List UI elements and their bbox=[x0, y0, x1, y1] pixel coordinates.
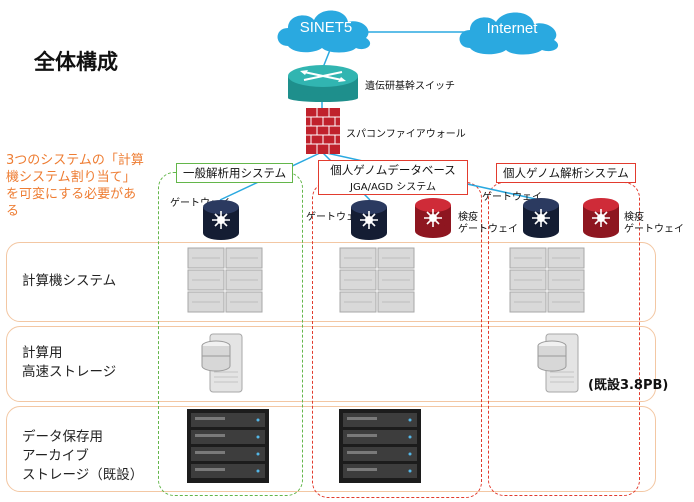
cloud-icon bbox=[277, 10, 371, 53]
secure-gateway-router-icon bbox=[583, 198, 619, 238]
archive-storage-icon bbox=[339, 409, 421, 483]
system-title-jga-agd-sub: JGA/AGD システム bbox=[350, 182, 436, 193]
system-title-jga-agd: 個人ゲノムデータベース JGA/AGD システム bbox=[318, 160, 468, 195]
switch-icon bbox=[288, 65, 358, 102]
firewall-label: スパコンファイアウォール bbox=[346, 129, 466, 140]
gateway-label-jga: ゲートウェイ bbox=[306, 212, 366, 223]
page-title: 全体構成 bbox=[34, 50, 118, 74]
cloud-sinet-label: SINET5 bbox=[299, 19, 353, 36]
gateway-router-icon bbox=[523, 198, 559, 238]
row-label-archive: データ保存用 アーカイブ ストレージ（既設） bbox=[22, 429, 144, 483]
storage-server-icon bbox=[537, 333, 579, 393]
row-label-hpc-storage: 計算用 高速ストレージ bbox=[22, 345, 117, 380]
system-title-jga-agd-main: 個人ゲノムデータベース bbox=[330, 163, 456, 177]
compute-server-icon bbox=[339, 247, 415, 313]
storage-server-icon bbox=[201, 333, 243, 393]
core-switch-label: 遺伝研基幹スイッチ bbox=[365, 81, 455, 92]
gateway-router-icon bbox=[203, 200, 239, 240]
secure-gateway-label-jga: 検疫 ゲートウェイ bbox=[458, 212, 518, 235]
row-band-archive bbox=[6, 406, 656, 492]
compute-server-icon bbox=[187, 247, 263, 313]
existing-storage-label: (既設3.8PB) bbox=[588, 378, 669, 393]
cloud-icon bbox=[459, 12, 559, 55]
gateway-router-icon bbox=[351, 200, 387, 240]
firewall-icon bbox=[306, 108, 340, 154]
cloud-internet-label: Internet bbox=[486, 20, 538, 37]
system-title-general: 一般解析用システム bbox=[176, 163, 294, 183]
gateway-label-general: ゲートウェイ bbox=[170, 198, 230, 209]
gateway-label-personal: ゲートウェイ bbox=[482, 192, 542, 203]
secure-gateway-label-personal: 検疫 ゲートウェイ bbox=[624, 212, 684, 235]
row-label-compute: 計算機システム bbox=[22, 273, 117, 289]
compute-server-icon bbox=[509, 247, 585, 313]
archive-storage-icon bbox=[187, 409, 269, 483]
note-text: 3つのシステムの「計算機システム割り当て」を可変にする必要がある bbox=[6, 153, 144, 219]
secure-gateway-router-icon bbox=[415, 198, 451, 238]
system-title-personal-genome: 個人ゲノム解析システム bbox=[496, 163, 636, 183]
